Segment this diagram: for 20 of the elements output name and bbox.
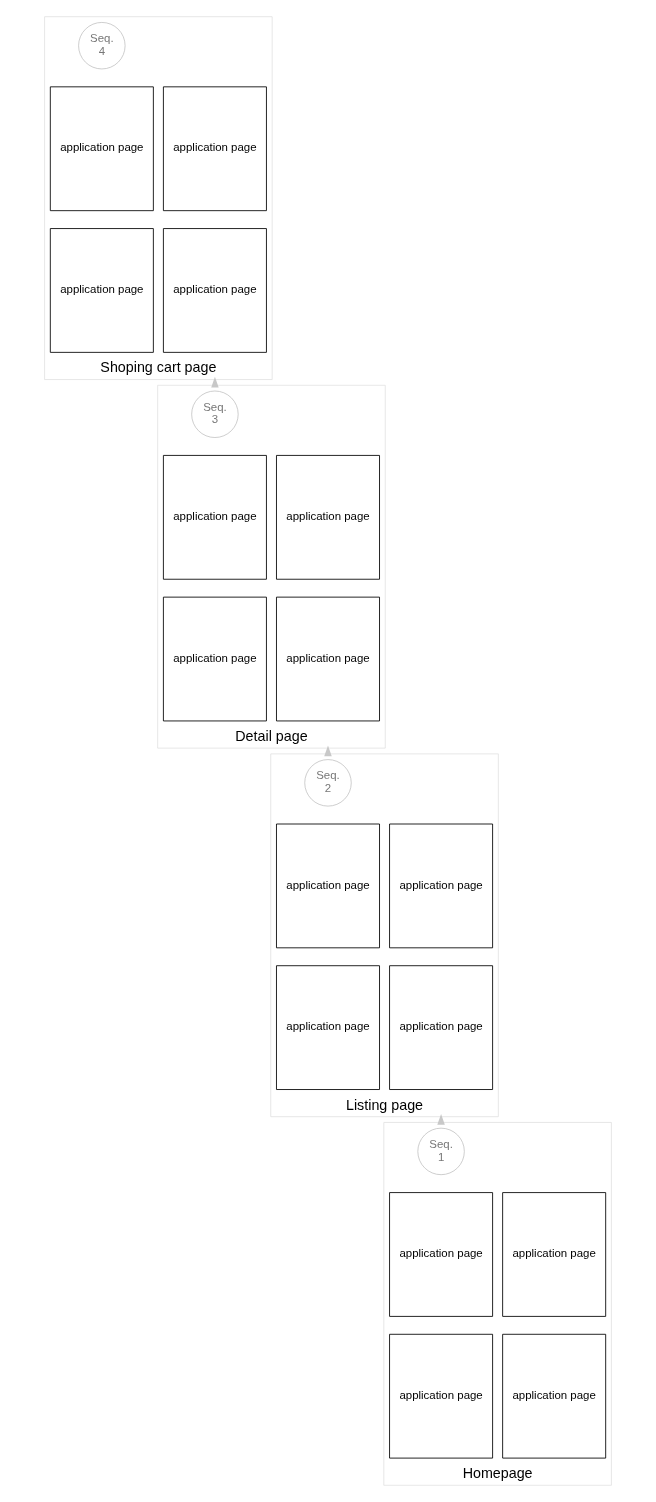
node-box: application page [162,596,267,722]
node-box: application page [389,965,494,1090]
node-box: application page [162,455,267,580]
node-box: application page [276,455,380,580]
node-circle: Seq. 1 [417,1127,465,1176]
node-circle: Seq. 3 [191,390,239,438]
node-box: application page [389,1192,494,1317]
node-box: application page [49,86,154,212]
node-box: application page [389,1333,494,1459]
node-box: application page [276,965,380,1090]
node-box: application page [389,823,494,949]
node-circle: Seq. 2 [304,759,352,807]
node-box: application page [49,228,154,353]
node-box: application page [276,823,380,949]
node-box: application page [162,228,267,353]
node-circle: Seq. 4 [78,22,126,70]
node-box: application page [502,1192,607,1317]
node-box: application page [502,1333,607,1459]
node-box: application page [162,86,267,212]
node-box: application page [276,596,380,722]
